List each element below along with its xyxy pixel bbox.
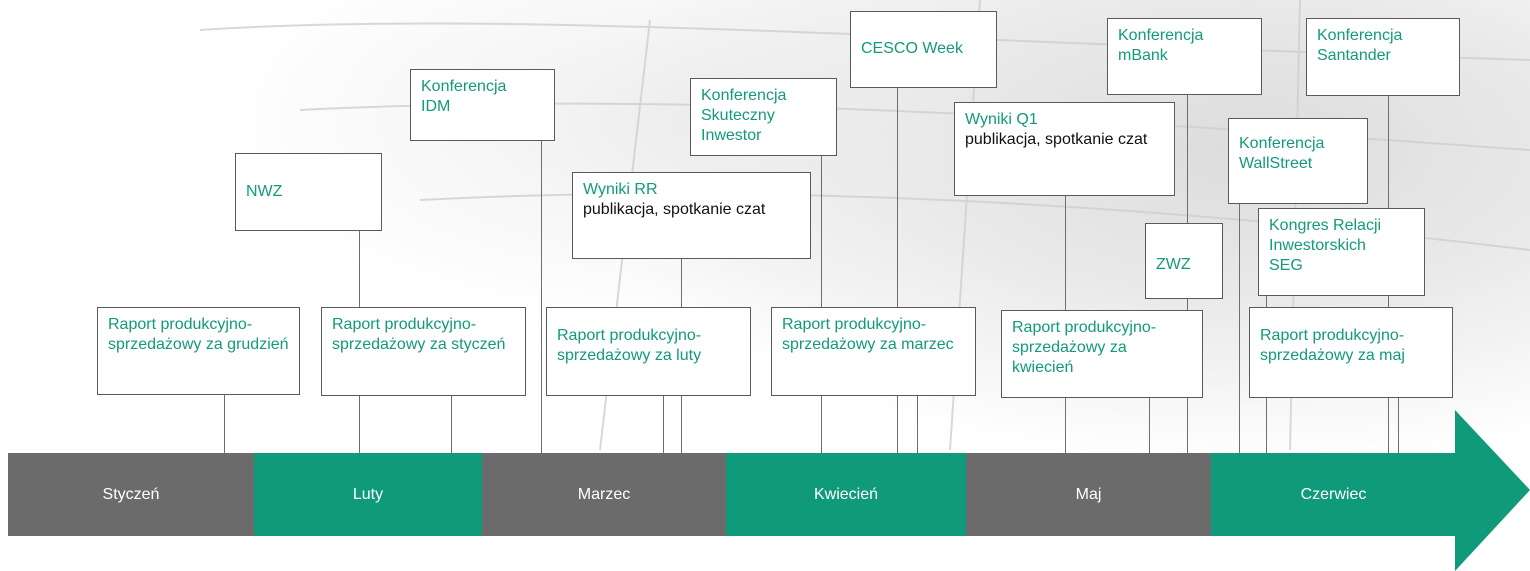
event-box-raport-maj: Raport produkcyjno-sprzedażowy za maj <box>1249 307 1453 398</box>
connector-line <box>1398 398 1399 453</box>
event-title: CESCO Week <box>861 40 963 57</box>
event-box-raport-grudzien: Raport produkcyjno-sprzedażowy za grudzi… <box>97 307 300 395</box>
month-label: Marzec <box>577 485 631 503</box>
connector-line <box>541 141 542 453</box>
event-title: Konferencja WallStreet <box>1239 135 1325 172</box>
connector-line <box>1239 204 1240 453</box>
event-title: Kongres Relacji Inwestorskich SEG <box>1269 217 1382 274</box>
connector-line <box>821 156 822 453</box>
month-kwiecien: Kwiecień <box>726 453 966 536</box>
event-box-wyniki-q1: Wyniki Q1 publikacja, spotkanie czat <box>954 102 1175 196</box>
connector-line <box>1149 398 1150 453</box>
event-box-konferencja-skuteczny: Konferencja Skuteczny Inwestor <box>690 78 837 156</box>
event-title: ZWZ <box>1156 256 1191 273</box>
event-subtitle: publikacja, spotkanie czat <box>583 201 766 218</box>
event-title: Konferencja Skuteczny Inwestor <box>701 87 787 144</box>
connector-line <box>917 396 918 453</box>
month-label: Luty <box>352 485 384 503</box>
connector-line <box>663 396 664 453</box>
event-title: Wyniki Q1 <box>965 111 1038 128</box>
event-box-konferencja-mbank: Konferencja mBank <box>1107 18 1262 95</box>
event-box-konferencja-santander: Konferencja Santander <box>1306 18 1460 96</box>
event-box-raport-kwiecien: Raport produkcyjno-sprzedażowy za kwieci… <box>1001 310 1203 398</box>
event-box-nwz: NWZ <box>235 153 382 231</box>
event-title: Raport produkcyjno-sprzedażowy za kwieci… <box>1012 319 1157 376</box>
event-title: Raport produkcyjno-sprzedażowy za maj <box>1260 327 1405 364</box>
month-luty: Luty <box>254 453 482 536</box>
month-label: Styczeń <box>102 485 160 503</box>
connector-line <box>897 88 898 453</box>
event-title: Wyniki RR <box>583 181 658 198</box>
event-title: Konferencja IDM <box>421 78 507 115</box>
event-box-raport-marzec: Raport produkcyjno-sprzedażowy za marzec <box>771 307 976 396</box>
month-label: Kwiecień <box>813 485 879 503</box>
month-marzec: Marzec <box>482 453 726 536</box>
event-box-kongres-seg: Kongres Relacji Inwestorskich SEG <box>1258 208 1425 296</box>
month-czerwiec: Czerwiec <box>1211 453 1456 536</box>
event-subtitle: publikacja, spotkanie czat <box>965 131 1148 148</box>
month-label: Czerwiec <box>1300 485 1367 503</box>
event-box-raport-styczen: Raport produkcyjno-sprzedażowy za stycze… <box>321 307 526 396</box>
event-title: Konferencja mBank <box>1118 27 1204 64</box>
event-box-konferencja-idm: Konferencja IDM <box>410 69 555 141</box>
event-title: Raport produkcyjno-sprzedażowy za stycze… <box>332 316 506 353</box>
event-box-cesco-week: CESCO Week <box>850 11 997 88</box>
month-maj: Maj <box>966 453 1211 536</box>
event-title: NWZ <box>246 183 283 200</box>
event-title: Raport produkcyjno-sprzedażowy za marzec <box>782 316 954 353</box>
connector-line <box>224 395 225 453</box>
event-box-wyniki-rr: Wyniki RR publikacja, spotkanie czat <box>572 172 811 259</box>
event-box-konferencja-wallstreet: Konferencja WallStreet <box>1228 118 1368 204</box>
event-title: Raport produkcyjno-sprzedażowy za luty <box>557 327 702 364</box>
month-styczen: Styczeń <box>8 453 254 536</box>
connector-line <box>451 396 452 453</box>
event-box-raport-luty: Raport produkcyjno-sprzedażowy za luty <box>546 307 751 396</box>
event-box-zwz: ZWZ <box>1145 223 1223 299</box>
event-title: Konferencja Santander <box>1317 27 1403 64</box>
timeline-arrowhead <box>1455 410 1530 571</box>
event-title: Raport produkcyjno-sprzedażowy za grudzi… <box>108 316 289 353</box>
month-label: Maj <box>1075 485 1102 503</box>
